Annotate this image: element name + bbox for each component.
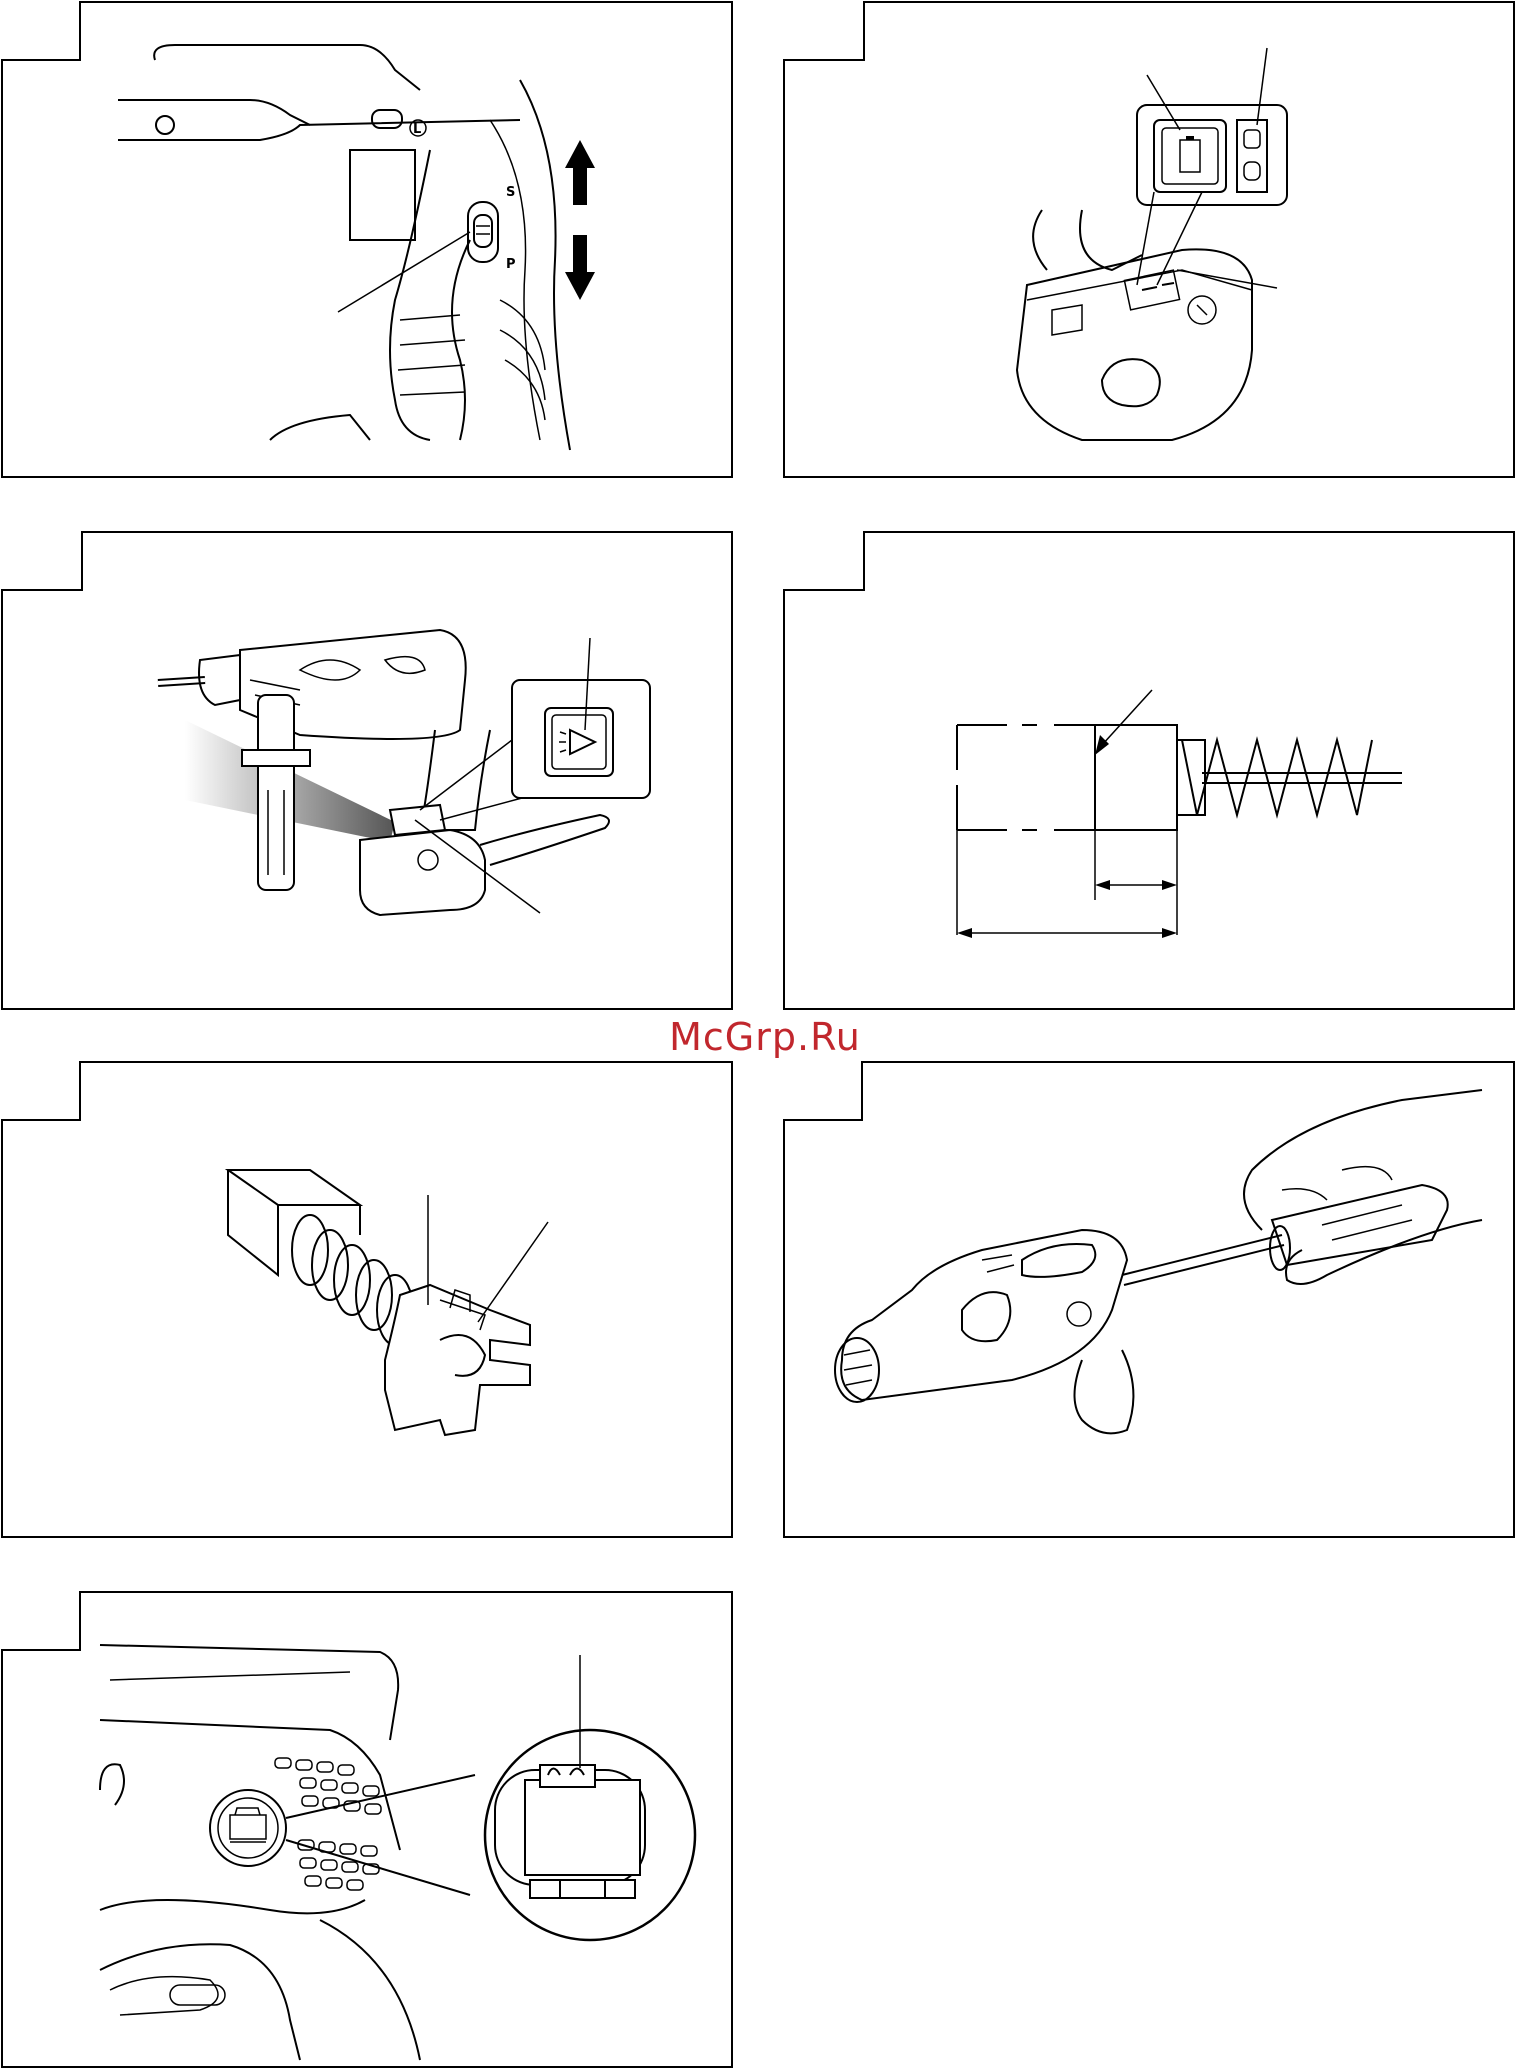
mode-label-p: P [506,257,516,272]
arrow-up-icon [565,140,595,205]
battery-indicator-illustration [782,0,1516,480]
watermark-text: McGrp.Ru [665,1015,865,1059]
arrow-down-icon [565,235,595,300]
brush-wear-diagram [782,530,1516,1012]
figure-panel-5 [0,1060,735,1540]
screwdriver-illustration [782,1060,1516,1540]
mode-selector-illustration: L S P [0,0,735,480]
figure-panel-6 [782,1060,1516,1540]
figure-panel-3 [0,530,735,1012]
figure-panel-7 [0,1590,735,2070]
brush-cap-illustration [0,1590,735,2070]
figure-panel-1: L S P [0,0,735,480]
figure-panel-4 [782,530,1516,1012]
brush-holder-illustration [0,1060,735,1540]
mode-label-s: S [506,185,515,200]
light-icon [570,730,595,754]
battery-icon [1180,140,1200,172]
figure-panel-2 [782,0,1516,480]
work-light-illustration [0,530,735,1012]
dial-label: L [413,122,421,137]
